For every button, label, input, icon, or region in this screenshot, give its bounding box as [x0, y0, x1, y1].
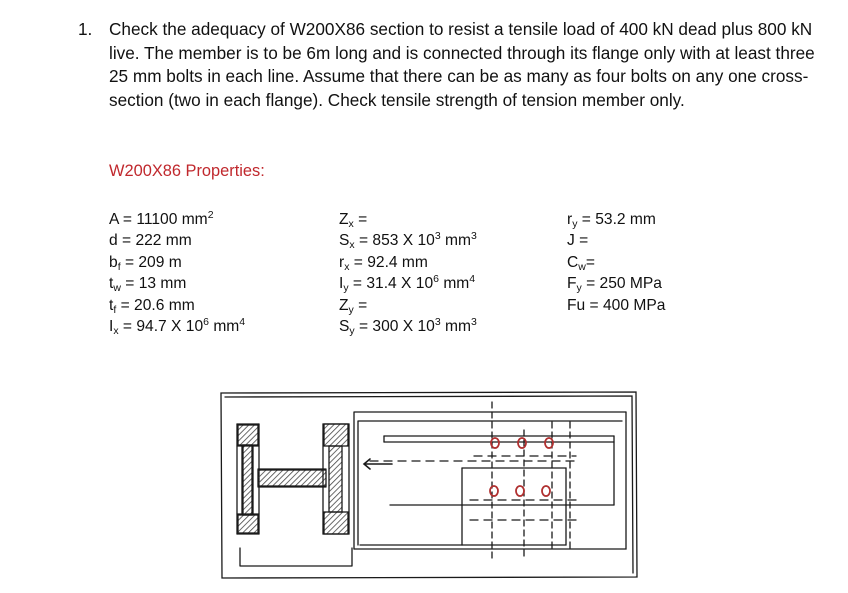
- property-symbol: Z: [339, 211, 349, 228]
- property-row: Zx =: [339, 209, 477, 230]
- property-symbol: r: [567, 211, 573, 228]
- w-section-end-view: [236, 423, 327, 535]
- bolt-hole: [541, 485, 551, 497]
- property-value: = 209 m: [120, 253, 182, 271]
- property-subscript: y: [576, 282, 582, 295]
- property-value: = 853 X 10: [354, 232, 435, 250]
- property-symbol: Z: [339, 296, 349, 314]
- property-value: = 53.2 mm: [577, 211, 656, 228]
- bolt-hole: [515, 485, 525, 497]
- bolt-hole: [517, 437, 527, 449]
- property-symbol: b: [109, 253, 118, 271]
- property-subscript: y: [349, 325, 355, 338]
- property-row: Fu = 400 MPa: [567, 295, 665, 316]
- property-subscript: x: [113, 325, 119, 338]
- property-value: =: [353, 296, 368, 314]
- property-unit: mm: [440, 318, 472, 336]
- property-subscript: y: [348, 303, 354, 316]
- property-row: bf = 209 m: [109, 252, 245, 273]
- problem-statement: 1. Check the adequacy of W200X86 section…: [78, 18, 818, 112]
- property-subscript: w: [578, 260, 586, 273]
- property-value: = 400 MPa: [585, 296, 666, 314]
- property-superscript: 3: [434, 230, 441, 243]
- property-value: = 92.4 mm: [349, 253, 428, 271]
- property-row: rx = 92.4 mm: [339, 252, 477, 273]
- property-symbol: d: [109, 232, 118, 250]
- property-value: = 11100 mm: [118, 211, 208, 228]
- property-value: = 94.7 X 10: [118, 318, 204, 336]
- property-symbol: I: [339, 275, 344, 293]
- property-subscript: f: [117, 260, 121, 273]
- property-subscript: f: [113, 303, 117, 316]
- property-value: = 20.6 mm: [116, 296, 195, 314]
- property-superscript: 2: [207, 209, 214, 221]
- property-unit-exponent: 3: [471, 316, 477, 329]
- property-symbol: S: [339, 232, 350, 250]
- gauge-lines: [369, 455, 579, 521]
- property-symbol: r: [339, 253, 345, 271]
- property-symbol: t: [109, 296, 114, 314]
- property-row: Ix = 94.7 X 106 mm4: [109, 316, 245, 337]
- property-unit-exponent: 4: [239, 316, 246, 329]
- bolt-hole: [489, 485, 499, 497]
- property-subscript: x: [348, 218, 354, 230]
- property-row: tw = 13 mm: [109, 273, 245, 294]
- property-row: d = 222 mm: [109, 230, 245, 251]
- property-row: Zy =: [339, 295, 477, 316]
- property-subscript: x: [344, 260, 350, 273]
- property-row: Sx = 853 X 103 mm3: [339, 230, 477, 251]
- bolt-lines: [491, 401, 571, 563]
- property-row: Fy = 250 MPa: [567, 273, 665, 294]
- property-unit-exponent: 4: [469, 273, 476, 286]
- property-row: tf = 20.6 mm: [109, 295, 245, 316]
- bolt-hole: [490, 437, 500, 449]
- property-symbol: A: [109, 211, 119, 228]
- property-value: = 300 X 10: [354, 318, 435, 336]
- problem-number: 1.: [78, 19, 93, 39]
- property-symbol: J: [567, 232, 575, 250]
- properties-heading: W200X86 Properties:: [109, 162, 265, 180]
- property-symbol: I: [109, 318, 114, 336]
- property-symbol: Fu: [567, 296, 586, 314]
- problem-text: Check the adequacy of W200X86 section to…: [109, 19, 815, 110]
- property-value: = 31.4 X 10: [348, 275, 434, 293]
- property-row: ry = 53.2 mm: [567, 209, 665, 230]
- flange-and-gusset: [239, 423, 353, 567]
- property-unit-exponent: 3: [471, 230, 477, 243]
- property-subscript: w: [113, 282, 121, 295]
- property-value: = 13 mm: [120, 275, 187, 293]
- property-unit: mm: [438, 275, 470, 293]
- property-row: Iy = 31.4 X 106 mm4: [339, 273, 477, 294]
- property-subscript: x: [349, 239, 355, 252]
- property-row: Cw=: [567, 252, 665, 273]
- property-subscript: y: [343, 282, 349, 295]
- property-superscript: 3: [434, 316, 441, 329]
- property-superscript: 6: [203, 316, 209, 329]
- bolt-hole: [544, 437, 554, 449]
- property-symbol: C: [567, 253, 579, 271]
- property-subscript: y: [572, 218, 578, 230]
- bolt-holes: [489, 437, 554, 497]
- property-superscript: 6: [433, 273, 439, 286]
- property-value: = 250 MPa: [581, 275, 662, 293]
- property-row: Sy = 300 X 103 mm3: [339, 316, 477, 337]
- property-symbol: F: [567, 275, 577, 293]
- property-unit: mm: [440, 232, 472, 250]
- sketch-frame: [220, 391, 638, 579]
- property-symbol: t: [109, 275, 114, 293]
- property-value: =: [353, 211, 368, 228]
- property-unit: mm: [208, 318, 240, 336]
- property-value: =: [585, 253, 595, 271]
- property-value: =: [574, 232, 589, 250]
- load-arrow: [362, 458, 393, 470]
- property-value: = 222 mm: [117, 232, 192, 250]
- property-row: J =: [567, 230, 665, 251]
- member-plates: [353, 411, 627, 550]
- property-symbol: S: [339, 318, 350, 336]
- property-row: A = 11100 mm2: [109, 209, 245, 230]
